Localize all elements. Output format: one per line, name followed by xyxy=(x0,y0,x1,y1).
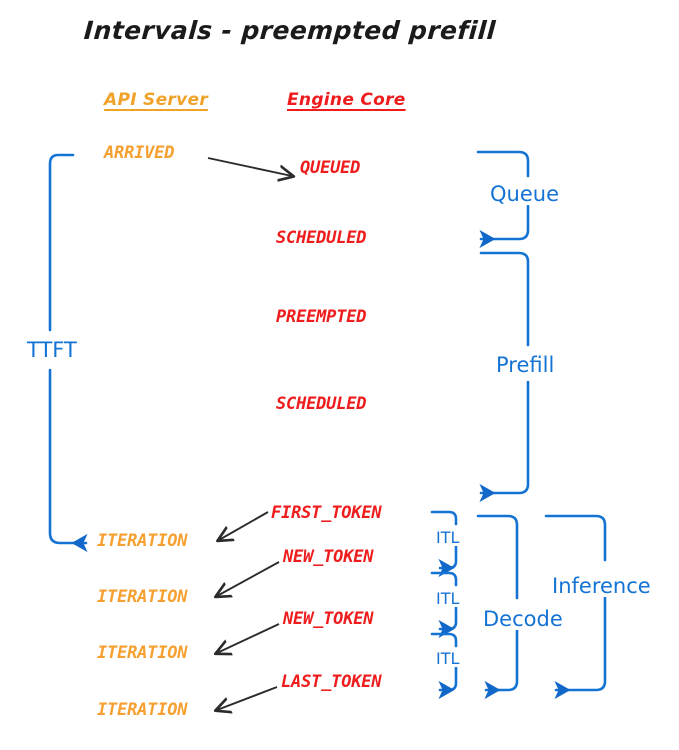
arrow-first-token-to-iteration xyxy=(219,511,269,540)
interval-label-itl-2: ITL xyxy=(434,589,462,608)
state-last-token: LAST_TOKEN xyxy=(281,672,382,692)
bracket-ttft-lower xyxy=(48,368,88,553)
state-iteration-3: ITERATION xyxy=(97,643,188,663)
arrow-new-token-to-iteration-2 xyxy=(217,623,280,653)
state-iteration-4: ITERATION xyxy=(97,700,188,720)
interval-label-itl-3: ITL xyxy=(434,649,462,668)
state-iteration-2: ITERATION xyxy=(97,587,188,607)
interval-label-inference: Inference xyxy=(549,576,654,597)
state-new-token-2: NEW_TOKEN xyxy=(283,609,374,629)
state-new-token-1: NEW_TOKEN xyxy=(283,547,374,567)
arrow-arrived-to-queued xyxy=(207,157,292,176)
state-first-token: FIRST_TOKEN xyxy=(271,503,382,523)
state-queued: QUEUED xyxy=(300,158,361,178)
interval-label-queue: Queue xyxy=(487,184,562,205)
bracket-itl-1-upper xyxy=(430,510,458,526)
column-header-api-server: API Server xyxy=(104,90,209,110)
interval-label-decode: Decode xyxy=(480,609,566,630)
interval-label-itl-1: ITL xyxy=(434,528,462,547)
bracket-prefill-lower xyxy=(479,380,530,503)
arrow-new-token-to-iteration-1 xyxy=(217,561,280,596)
bracket-itl-2-upper xyxy=(430,571,458,587)
bracket-itl-3-upper xyxy=(430,632,458,648)
column-header-engine-core: Engine Core xyxy=(287,90,406,110)
state-iteration-1: ITERATION xyxy=(97,531,188,551)
arrow-last-token-to-iteration xyxy=(217,686,278,710)
bracket-queue-upper xyxy=(476,150,530,178)
bracket-queue-lower xyxy=(479,204,530,249)
bracket-inference-upper xyxy=(544,514,607,562)
bracket-decode-lower xyxy=(484,621,519,700)
state-scheduled-1: SCHEDULED xyxy=(276,228,367,248)
page-title: Intervals - preempted prefill xyxy=(82,16,497,45)
state-scheduled-2: SCHEDULED xyxy=(276,394,367,414)
bracket-prefill-upper xyxy=(479,251,530,347)
state-arrived: ARRIVED xyxy=(104,143,175,163)
interval-label-prefill: Prefill xyxy=(493,355,558,376)
state-preempted: PREEMPTED xyxy=(276,307,367,327)
bracket-ttft-upper xyxy=(48,153,75,332)
interval-label-ttft: TTFT xyxy=(24,340,80,361)
bracket-decode-upper xyxy=(476,514,519,600)
